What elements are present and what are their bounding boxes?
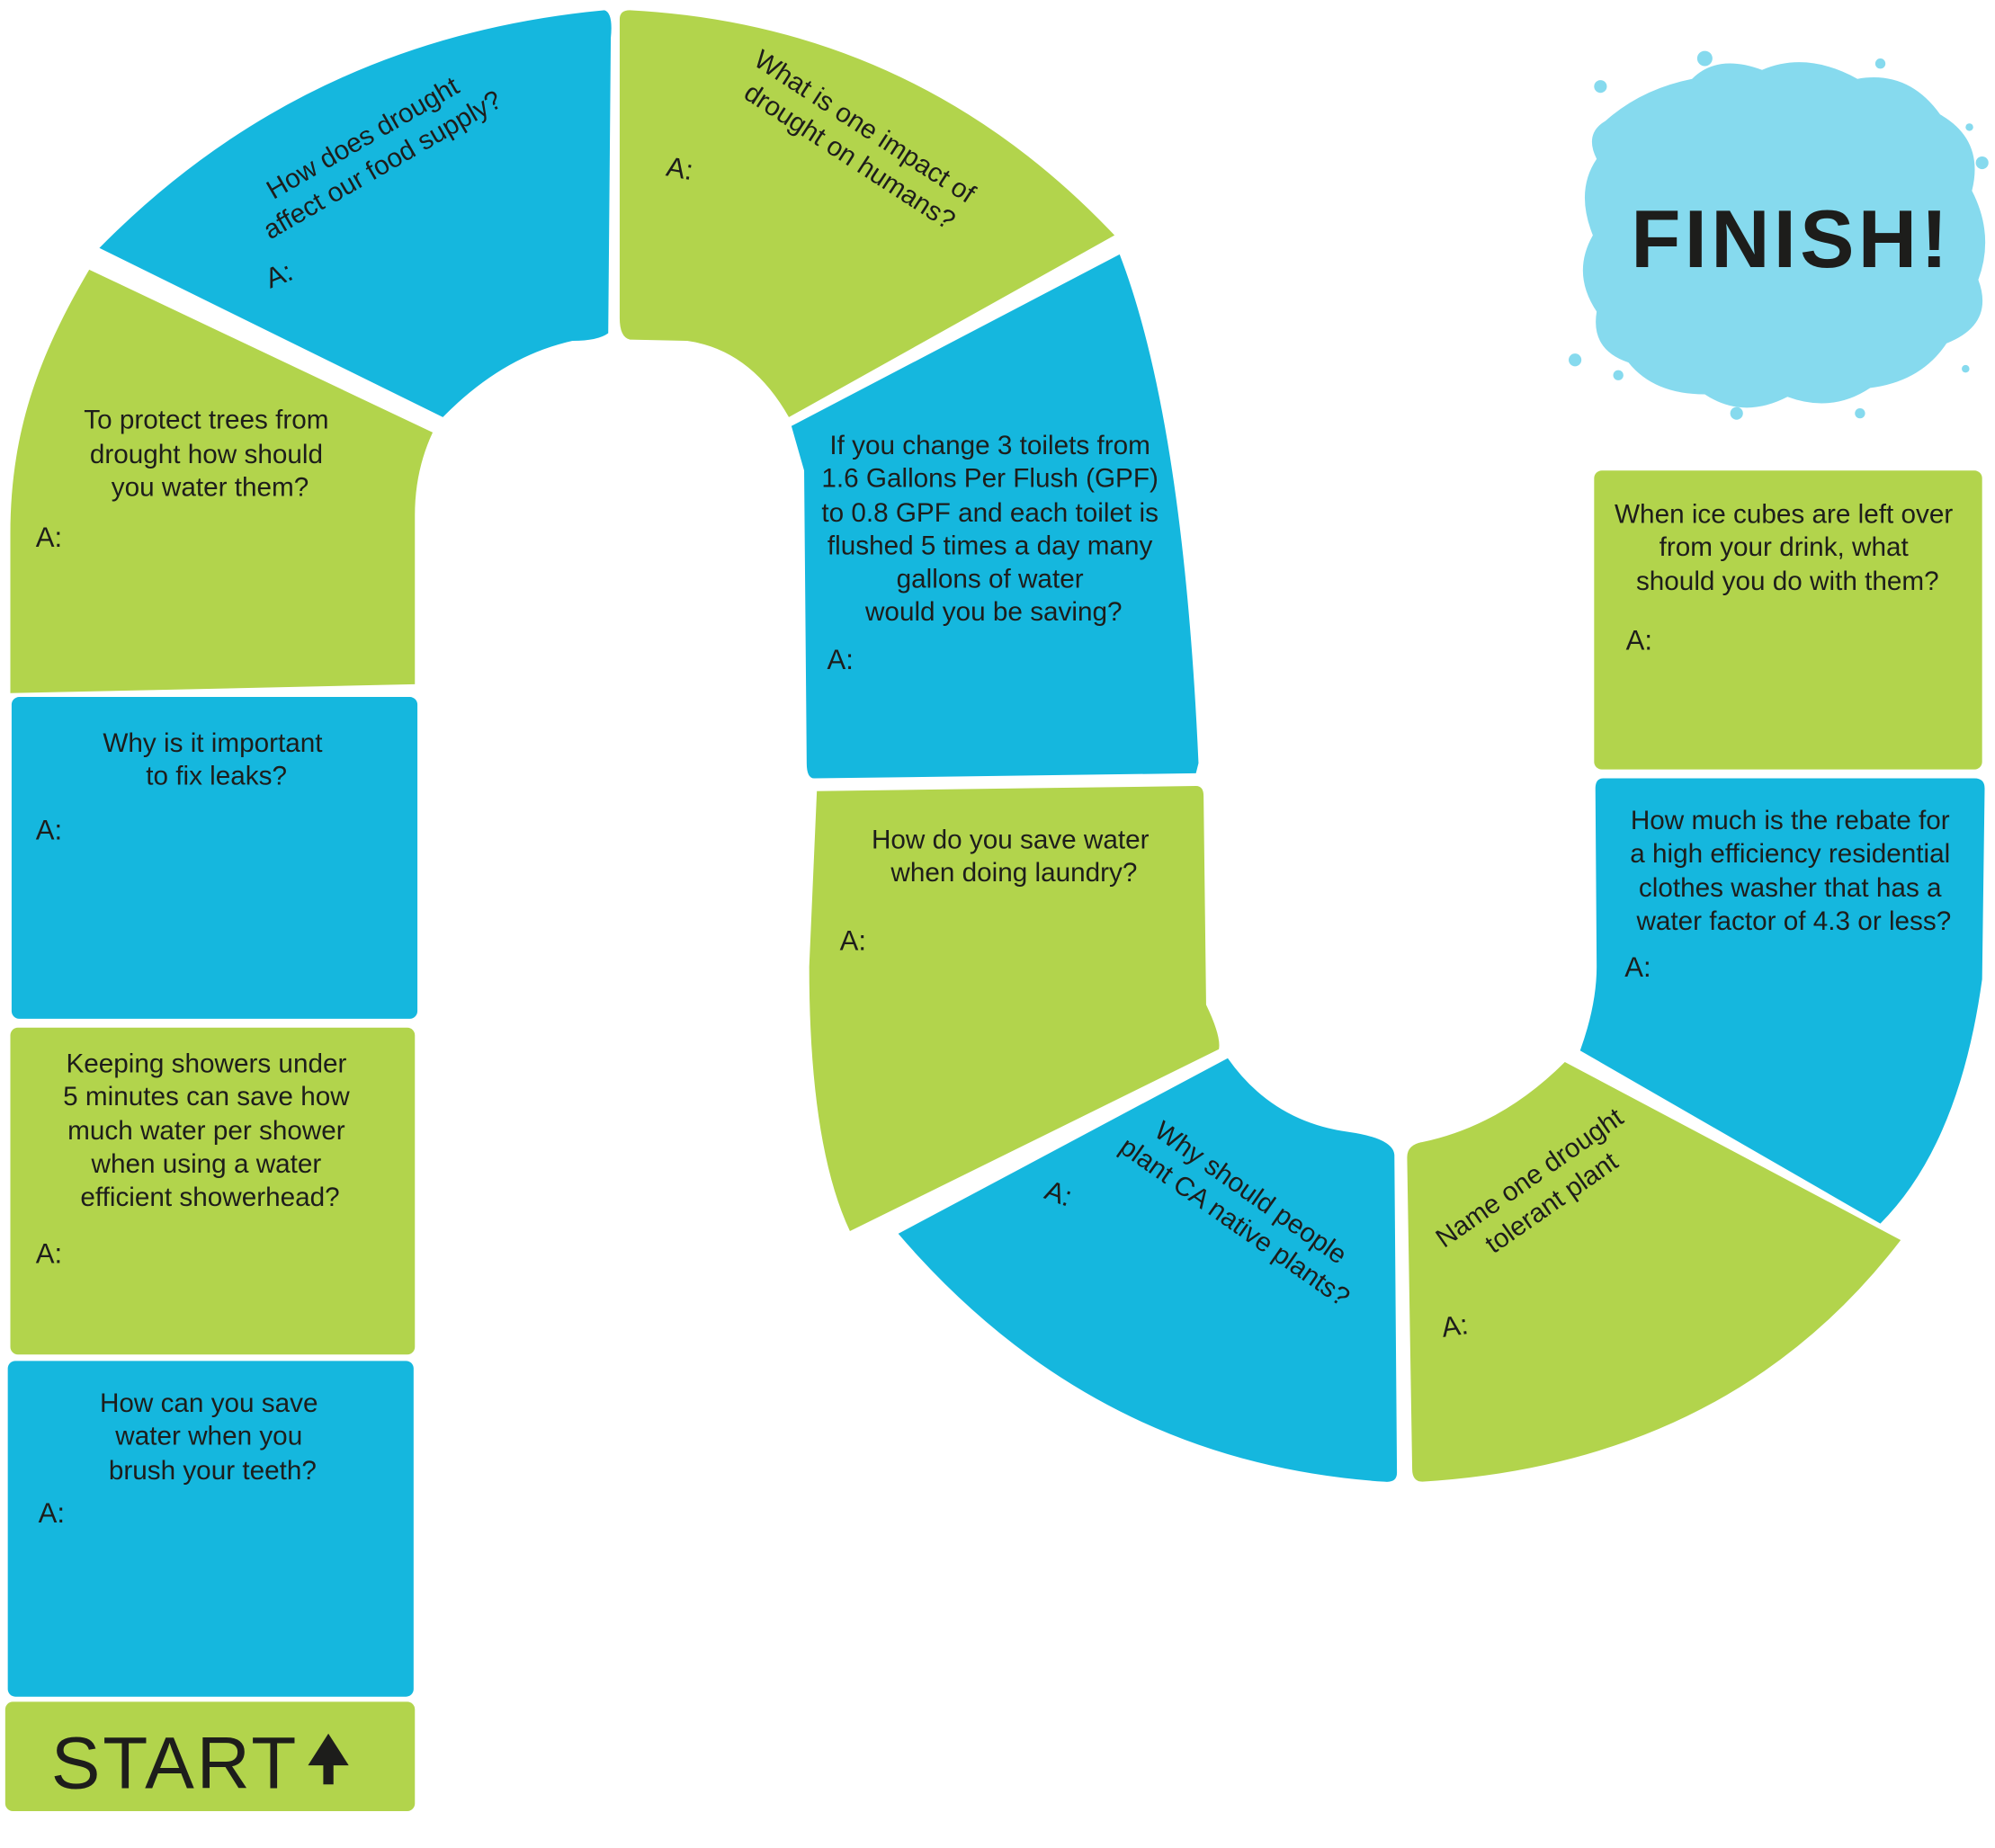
answer-label: A: — [1626, 625, 1652, 656]
board-space-7[interactable]: If you change 3 toilets from 1.6 Gallons… — [791, 254, 1199, 779]
answer-label: A: — [664, 151, 695, 187]
space-tile — [1579, 778, 1985, 1224]
board-space-1[interactable]: How can you save water when you brush yo… — [7, 1361, 414, 1697]
space-question: How much is the rebate for a high effici… — [1630, 806, 1957, 936]
space-tile — [1594, 470, 1982, 770]
space-question: Keeping showers under 5 minutes can save… — [63, 1049, 357, 1212]
board-space-11[interactable]: How much is the rebate for a high effici… — [1579, 778, 1985, 1224]
board-space-12[interactable]: When ice cubes are left over from your d… — [1594, 470, 1982, 770]
water-splash-icon — [1569, 50, 1989, 420]
space-question: How do you save water when doing laundry… — [872, 825, 1157, 888]
start-label: START — [51, 1723, 299, 1805]
space-tile — [1407, 1061, 1901, 1482]
space-tile — [11, 697, 418, 1019]
answer-label: A: — [39, 1497, 65, 1529]
space-tile — [99, 10, 612, 417]
space-tile — [791, 254, 1199, 779]
space-tile — [809, 786, 1220, 1232]
board-space-9[interactable]: Why should people plant CA native plants… — [898, 1058, 1398, 1482]
space-question: Why is it important to fix leaks? — [103, 728, 329, 791]
start-tile — [4, 1701, 416, 1811]
space-tile — [7, 1361, 414, 1697]
space-question: If you change 3 toilets from 1.6 Gallons… — [821, 431, 1166, 627]
board-space-10[interactable]: Name one drought tolerant plant A: — [1407, 1061, 1901, 1482]
space-tile — [10, 269, 434, 693]
space-question: How can you save water when you brush yo… — [100, 1388, 326, 1486]
answer-label: A: — [827, 644, 853, 675]
board-space-5[interactable]: How does drought affect our food supply?… — [99, 10, 612, 417]
answer-label: A: — [36, 814, 62, 845]
board-space-4[interactable]: To protect trees from drought how should… — [10, 269, 434, 693]
start-space[interactable]: START — [4, 1701, 416, 1811]
space-tile — [10, 1027, 416, 1355]
answer-label: A: — [1439, 1308, 1470, 1344]
answer-label: A: — [36, 1237, 62, 1269]
board-space-2[interactable]: Keeping showers under 5 minutes can save… — [10, 1027, 416, 1355]
answer-label: A: — [840, 924, 866, 956]
finish-space[interactable]: FINISH! — [1569, 50, 1989, 420]
answer-label: A: — [1624, 951, 1651, 983]
space-question: When ice cubes are left over from your d… — [1615, 499, 1960, 596]
finish-label: FINISH! — [1631, 194, 1951, 285]
space-tile — [619, 10, 1115, 417]
board-space-8[interactable]: How do you save water when doing laundry… — [809, 786, 1220, 1232]
answer-label: A: — [36, 522, 62, 553]
arrow-up-icon — [308, 1733, 349, 1785]
board-space-6[interactable]: What is one impact of drought on humans?… — [619, 10, 1115, 417]
board-space-3[interactable]: Why is it important to fix leaks? A: — [11, 697, 418, 1019]
space-question: To protect trees from drought how should… — [84, 406, 335, 503]
space-tile — [898, 1058, 1398, 1482]
